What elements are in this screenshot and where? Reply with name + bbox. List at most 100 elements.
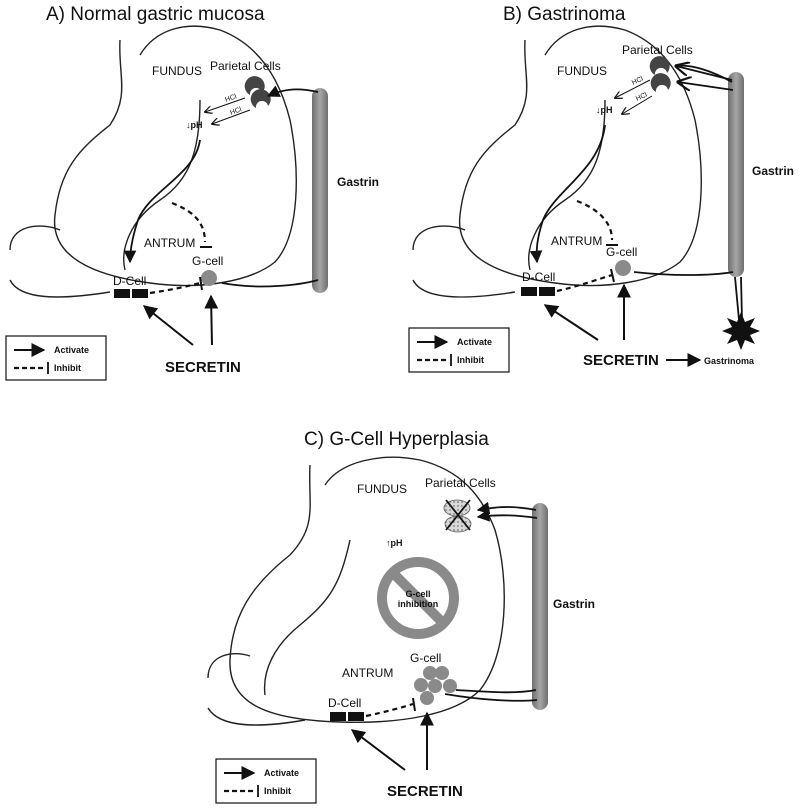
stomach-inner-curve: [123, 99, 201, 271]
panel-c: C) G-Cell Hyperplasia FUNDUS Parietal Ce…: [207, 429, 595, 804]
secretin-to-dcell-arrow: [142, 305, 194, 346]
stomach-inner-curve: [263, 539, 351, 696]
parietal-cell: [650, 73, 671, 92]
d-cell: [330, 712, 346, 721]
g-cell: [428, 679, 442, 693]
gastrinoma-label: Gastrinoma: [704, 356, 755, 366]
parietal-cells-label: Parietal Cells: [622, 43, 693, 57]
legend: Activate Inhibit: [215, 758, 317, 804]
blood-vessel: [728, 72, 744, 277]
hcl-arrow: [205, 97, 246, 112]
inhibit-bar: [199, 276, 203, 291]
inhibit-bar: [610, 268, 615, 283]
g-cell: [615, 260, 631, 276]
dcell-gcell-inhibit: [556, 273, 613, 293]
dcell-label: D-Cell: [328, 696, 361, 710]
duodenum: [207, 653, 306, 726]
legend-inhibit-label: Inhibit: [457, 355, 484, 365]
duodenum: [412, 225, 516, 298]
dcell-gcell-inhibit: [149, 281, 201, 295]
parietal-cell: [649, 56, 670, 75]
d-cell: [114, 289, 130, 298]
antrum-label: ANTRUM: [144, 236, 195, 250]
d-cell: [348, 712, 364, 721]
hcl-label: HCl: [224, 93, 238, 104]
hcl-label: HCl: [631, 75, 645, 86]
gastrin-label: Gastrin: [337, 175, 379, 189]
gastrin-to-parietal-arrow: [476, 501, 537, 515]
gcell-inhibition-blocked: G-cell inhibition: [377, 557, 459, 639]
blood-vessel: [532, 503, 548, 710]
inhibition-label: inhibition: [398, 599, 439, 609]
hcl-arrow: [615, 79, 651, 98]
dcell-label: D-Cell: [113, 274, 146, 288]
gastrin-label: Gastrin: [553, 597, 595, 611]
secretin-to-dcell-arrow: [543, 304, 599, 341]
legend-box: [408, 327, 510, 373]
panel-a-title: A) Normal gastric mucosa: [46, 4, 265, 25]
ph-to-dcell-arrow: [529, 124, 606, 264]
secretin-label: SECRETIN: [387, 783, 463, 800]
inhibit-bar: [412, 697, 416, 712]
antrum-label: ANTRUM: [551, 234, 602, 248]
legend-activate-label: Activate: [264, 768, 299, 778]
legend-inhibit-label: Inhibit: [54, 363, 81, 373]
secretin-to-gcell-arrow: [204, 294, 219, 346]
ph-to-dcell-arrow: [123, 139, 201, 264]
legend-inhibit-label: Inhibit: [264, 786, 291, 796]
g-cell: [443, 679, 457, 693]
g-cell: [201, 270, 217, 286]
gcell-to-vessel: [444, 693, 538, 702]
d-cell: [132, 289, 148, 298]
panel-b: B) Gastrinoma FUNDUS Parietal Cells HCl …: [408, 4, 794, 373]
ph-label: ↓pH: [596, 105, 613, 115]
stomach-outline: [53, 25, 297, 287]
panel-b-title: B) Gastrinoma: [503, 4, 626, 25]
parietal-cell-inactive: [444, 515, 472, 533]
legend-activate-label: Activate: [457, 337, 492, 347]
legend: Activate Inhibit: [408, 327, 510, 373]
gcell-label: G-cell: [410, 651, 441, 665]
blood-vessel: [312, 88, 328, 293]
hcl-arrow: [622, 95, 653, 114]
panel-a: A) Normal gastric mucosa FUNDUS Parietal…: [5, 4, 379, 381]
d-cell: [539, 287, 555, 296]
panel-c-title: C) G-Cell Hyperplasia: [304, 429, 489, 450]
parietal-cell: [250, 89, 271, 108]
gastrin-to-parietal-line: [675, 64, 733, 83]
gastrin-to-parietal-arrow: [476, 509, 538, 522]
secretin-to-dcell-arrow: [350, 729, 406, 771]
gcell-to-vessel: [455, 689, 537, 694]
gcell-label: G-cell: [606, 245, 637, 259]
antrum-label: ANTRUM: [342, 666, 393, 680]
prohibition-slash: [389, 569, 447, 627]
hcl-arrow: [212, 109, 251, 124]
dcell-label: D-Cell: [522, 270, 555, 284]
hcl-label: HCl: [229, 106, 243, 117]
legend-activate-label: Activate: [54, 345, 89, 355]
g-cell: [414, 678, 428, 692]
legend-box: [215, 758, 317, 804]
gcell-to-vessel: [221, 279, 319, 288]
gastrinoma-to-vessel: [734, 276, 743, 321]
hcl-label: HCl: [635, 91, 649, 102]
gcell-to-vessel: [633, 271, 734, 276]
fundus-label: FUNDUS: [152, 64, 202, 78]
fundus-label: FUNDUS: [557, 64, 607, 78]
inhibition-label: G-cell: [405, 589, 430, 599]
parietal-cells-label: Parietal Cells: [425, 476, 496, 490]
legend-box: [5, 335, 107, 381]
d-cell: [521, 287, 537, 296]
legend: Activate Inhibit: [5, 335, 107, 381]
ph-label: ↑pH: [386, 538, 403, 548]
parietal-cell: [244, 76, 265, 95]
gastrin-to-parietal-arrow: [678, 82, 734, 90]
gastrin-to-parietal-arrow: [266, 85, 319, 97]
gastrinoma-tumor: [722, 312, 760, 350]
dcell-inhibit-line: [576, 199, 614, 241]
parietal-cells-label: Parietal Cells: [210, 59, 281, 73]
g-cell: [435, 666, 449, 680]
prohibition-ring: [377, 557, 459, 639]
duodenum: [9, 225, 111, 298]
